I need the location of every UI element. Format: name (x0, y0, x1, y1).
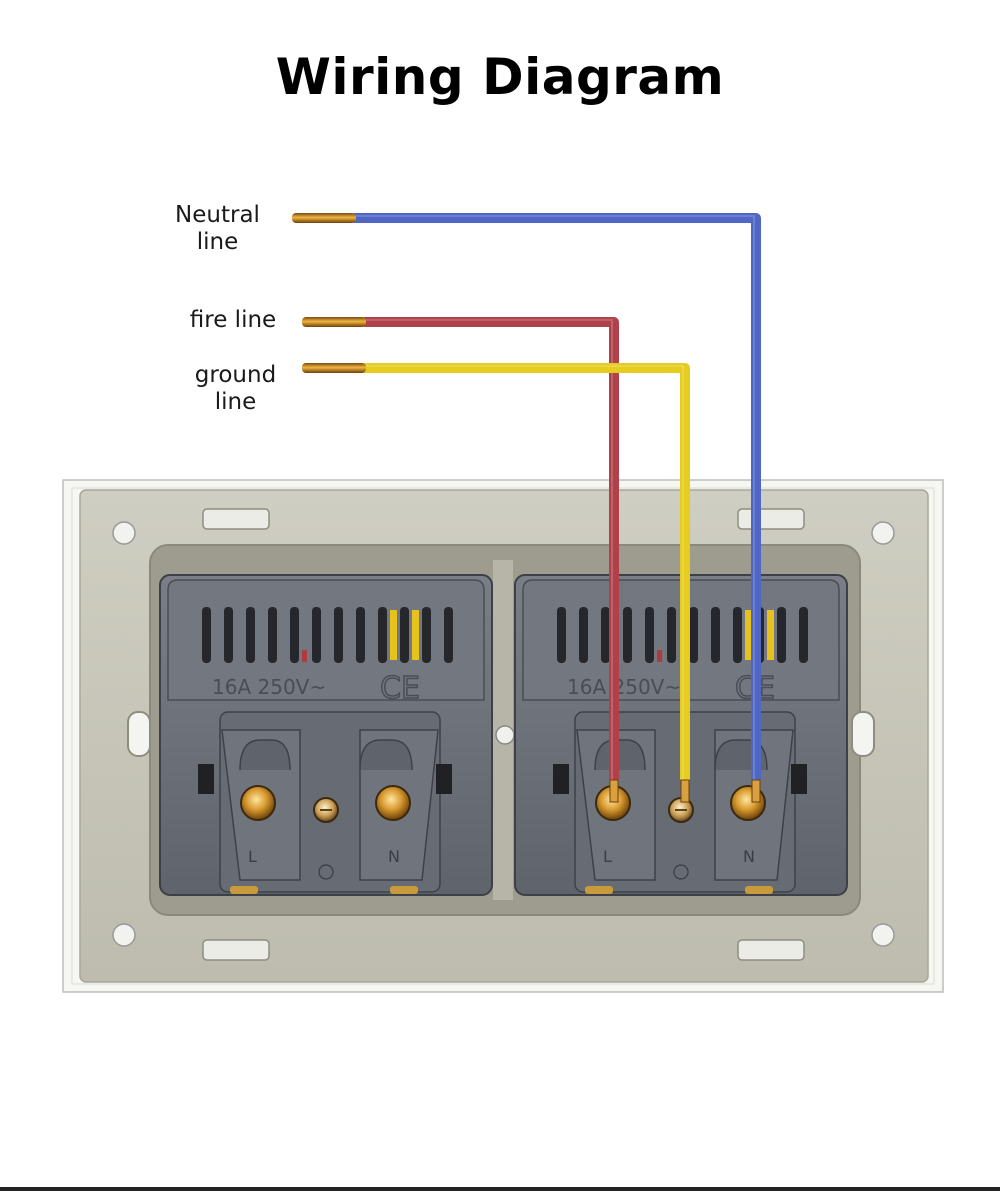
fire-wire (302, 317, 619, 803)
terminal-label-n: N (388, 847, 400, 866)
neutral-line-label: Neutral line (175, 202, 260, 255)
terminal-label-n: N (743, 847, 755, 866)
socket-module-left: 16A 250V~ CE L N (159, 574, 493, 896)
ce-mark: CE (380, 671, 420, 706)
rating-text: 16A 250V~ (212, 675, 326, 699)
terminal-label-l: L (603, 847, 612, 866)
rating-text: 16A 250V~ (567, 675, 681, 699)
terminal-screw-n (375, 785, 411, 821)
terminal-screw-l (240, 785, 276, 821)
neutral-wire (292, 213, 761, 803)
terminal-label-l: L (248, 847, 257, 866)
page-title: Wiring Diagram (275, 48, 725, 106)
ground-wire (302, 363, 690, 803)
fire-line-label: fire line (189, 307, 277, 333)
ground-line-label: ground line (194, 362, 277, 415)
